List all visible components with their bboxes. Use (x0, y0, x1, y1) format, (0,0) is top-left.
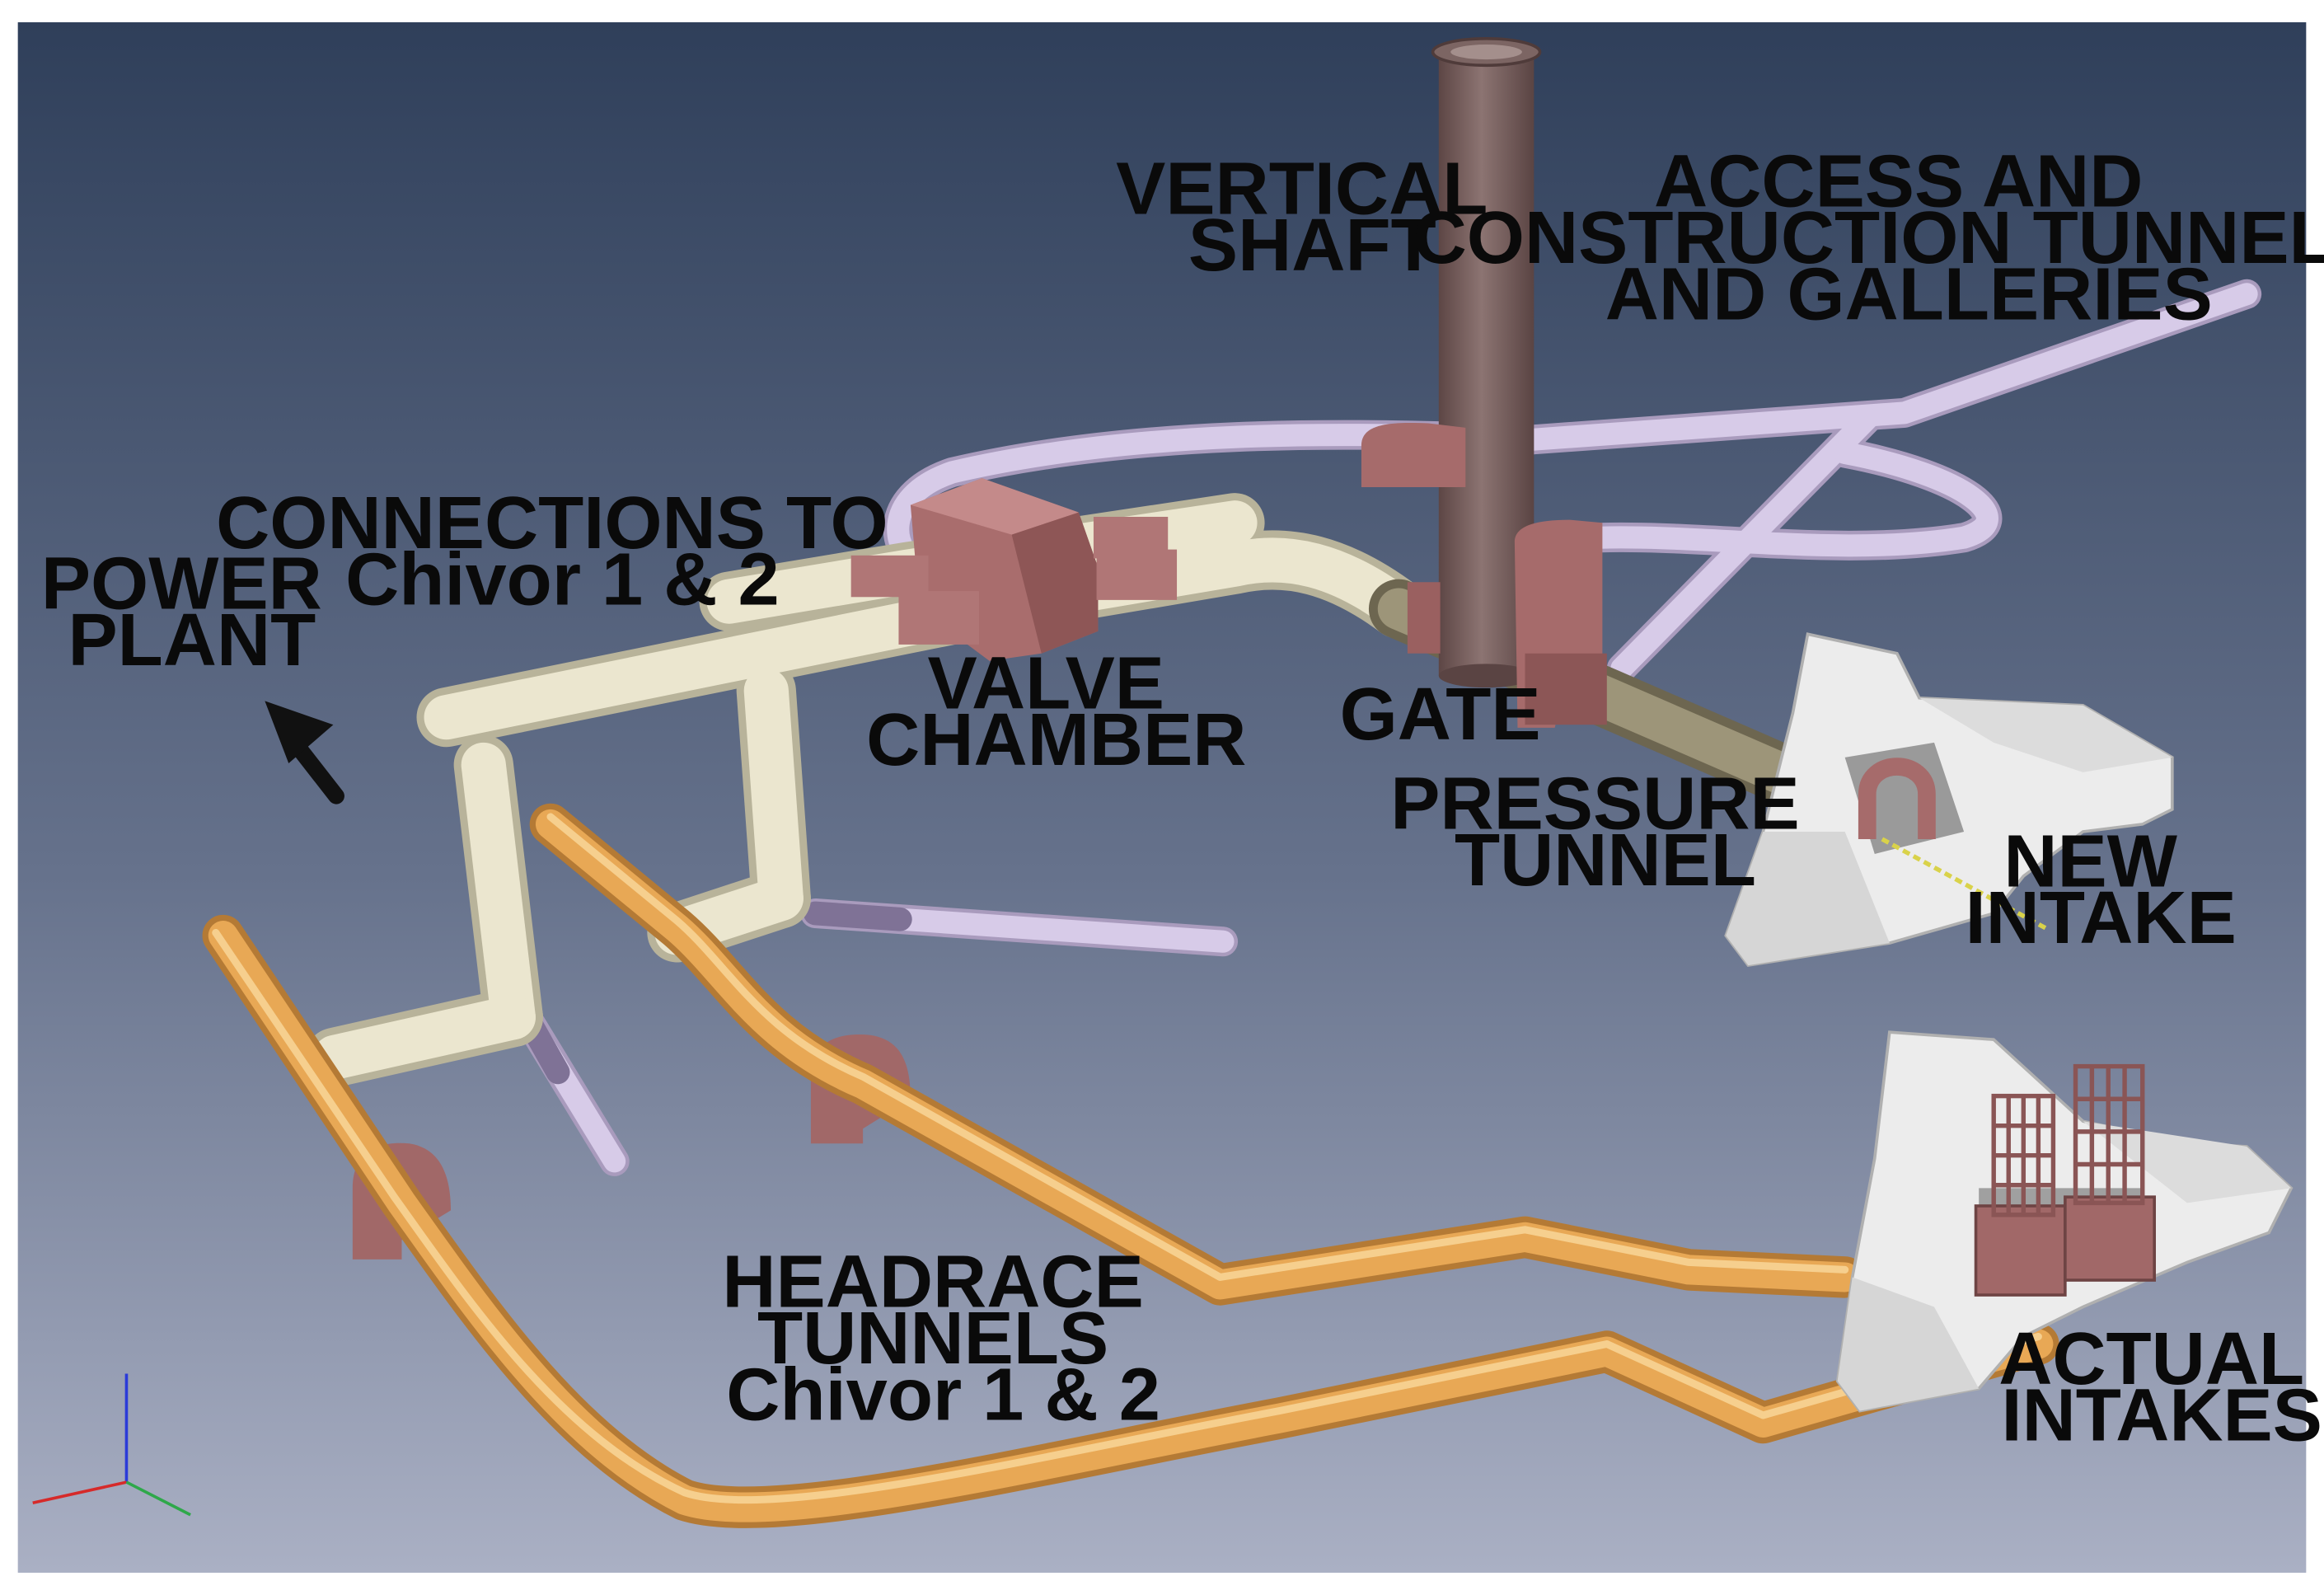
label-headrace: HEADRACE TUNNELS Chivor 1 & 2 (722, 1241, 1164, 1437)
label-vertical-shaft: VERTICAL SHAFT (1116, 148, 1508, 287)
label-pressure-tunnel: PRESSURE TUNNEL (1390, 762, 1820, 901)
label-gate: GATE (1340, 673, 1541, 756)
power-plant-arrow (265, 701, 344, 805)
label-valve-chamber: VALVE CHAMBER (866, 641, 1246, 781)
label-connections: CONNECTIONS TO Chivor 1 & 2 (216, 481, 909, 621)
label-power-plant: POWER PLANT (41, 542, 343, 682)
intake-towers (1974, 1063, 2156, 1297)
label-new-intake: NEW INTAKE (1966, 820, 2237, 959)
valve-chamber (850, 478, 1178, 661)
new-intake-rock (1724, 632, 2174, 968)
vertical-shaft (1431, 37, 1542, 688)
axis-triad-icon (32, 1373, 191, 1517)
headrace-tunnels (202, 803, 2059, 1528)
label-actual-intakes: ACTUAL INTAKES (1998, 1317, 2324, 1457)
label-access-tunnels: ACCESS AND CONSTRUCTION TUNNELS AND GALL… (1413, 140, 2324, 336)
gate-structure (1361, 422, 1607, 728)
